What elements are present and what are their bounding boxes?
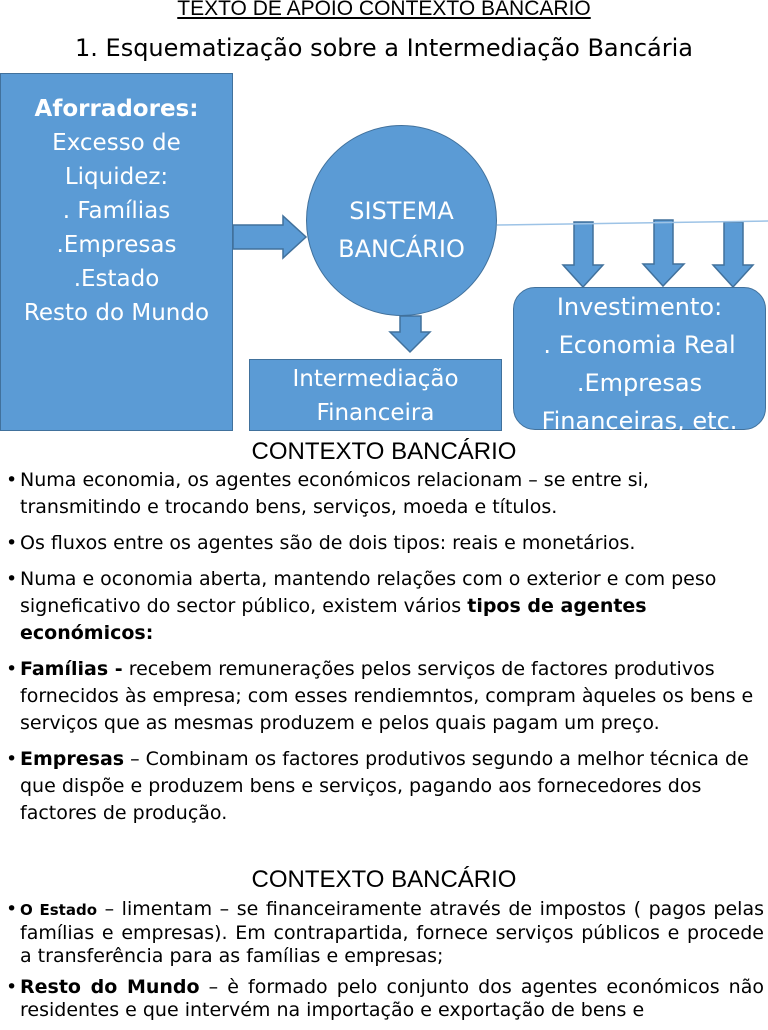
savers-line: .Estado xyxy=(73,266,160,292)
bullet-list: Numa economia, os agentes económicos rel… xyxy=(6,467,764,836)
arrow-invest-3 xyxy=(711,221,755,289)
savers-heading: Aforradores: xyxy=(34,96,199,122)
savers-line: . Famílias xyxy=(62,198,171,224)
savers-line: Liquidez: xyxy=(64,164,169,190)
arrow-savers-to-bank xyxy=(232,214,308,260)
investment-line: . Economia Real xyxy=(543,331,736,359)
arrow-bank-to-intermediation xyxy=(388,315,432,354)
bullet-list: O Estado – limentam – se financeiramente… xyxy=(6,898,764,1030)
intermediation-box: Intermediação Financeira xyxy=(249,359,502,431)
investment-line: .Empresas xyxy=(576,369,703,397)
diagram-arrows xyxy=(232,214,768,354)
arrow-invest-1 xyxy=(561,221,605,289)
diagram-title: 1. Esquematização sobre a Intermediação … xyxy=(75,34,693,62)
circle-line: BANCÁRIO xyxy=(338,235,465,263)
list-item: Empresas – Combinam os factores produtiv… xyxy=(6,746,764,827)
investment-line: Financeiras, etc. xyxy=(541,407,738,435)
list-item: Numa economia, os agentes económicos rel… xyxy=(6,467,764,521)
list-item: O Estado – limentam – se financeiramente… xyxy=(6,898,764,968)
arrow-invest-2 xyxy=(641,219,686,288)
circle-line: SISTEMA xyxy=(349,197,454,225)
page-top-title: TEXTO DE APOIO CONTEXTO BANCÁRIO xyxy=(177,0,591,20)
list-item: Famílias - recebem remunerações pelos se… xyxy=(6,656,764,737)
section-title: CONTEXTO BANCÁRIO xyxy=(251,438,517,465)
list-item: Os fluxos entre os agentes são de dois t… xyxy=(6,530,764,557)
list-item: Resto do Mundo – è formado pelo conjunto… xyxy=(6,976,764,1022)
savers-line: Excesso de xyxy=(52,130,181,156)
intermediation-line: Financeira xyxy=(316,400,435,426)
connector-line xyxy=(496,220,768,226)
savers-line: .Empresas xyxy=(56,232,177,258)
banking-system-circle: SISTEMA BANCÁRIO xyxy=(306,125,497,316)
section-title: CONTEXTO BANCÁRIO xyxy=(251,866,517,893)
savers-box: Aforradores: Excesso de Liquidez: . Famí… xyxy=(0,73,233,431)
investment-box: Investimento: . Economia Real .Empresas … xyxy=(513,287,766,435)
investment-line: Investimento: xyxy=(556,293,723,321)
intermediation-line: Intermediação xyxy=(292,366,459,392)
savers-line: Resto do Mundo xyxy=(23,300,210,326)
list-item: Numa e oconomia aberta, mantendo relaçõe… xyxy=(6,566,764,647)
